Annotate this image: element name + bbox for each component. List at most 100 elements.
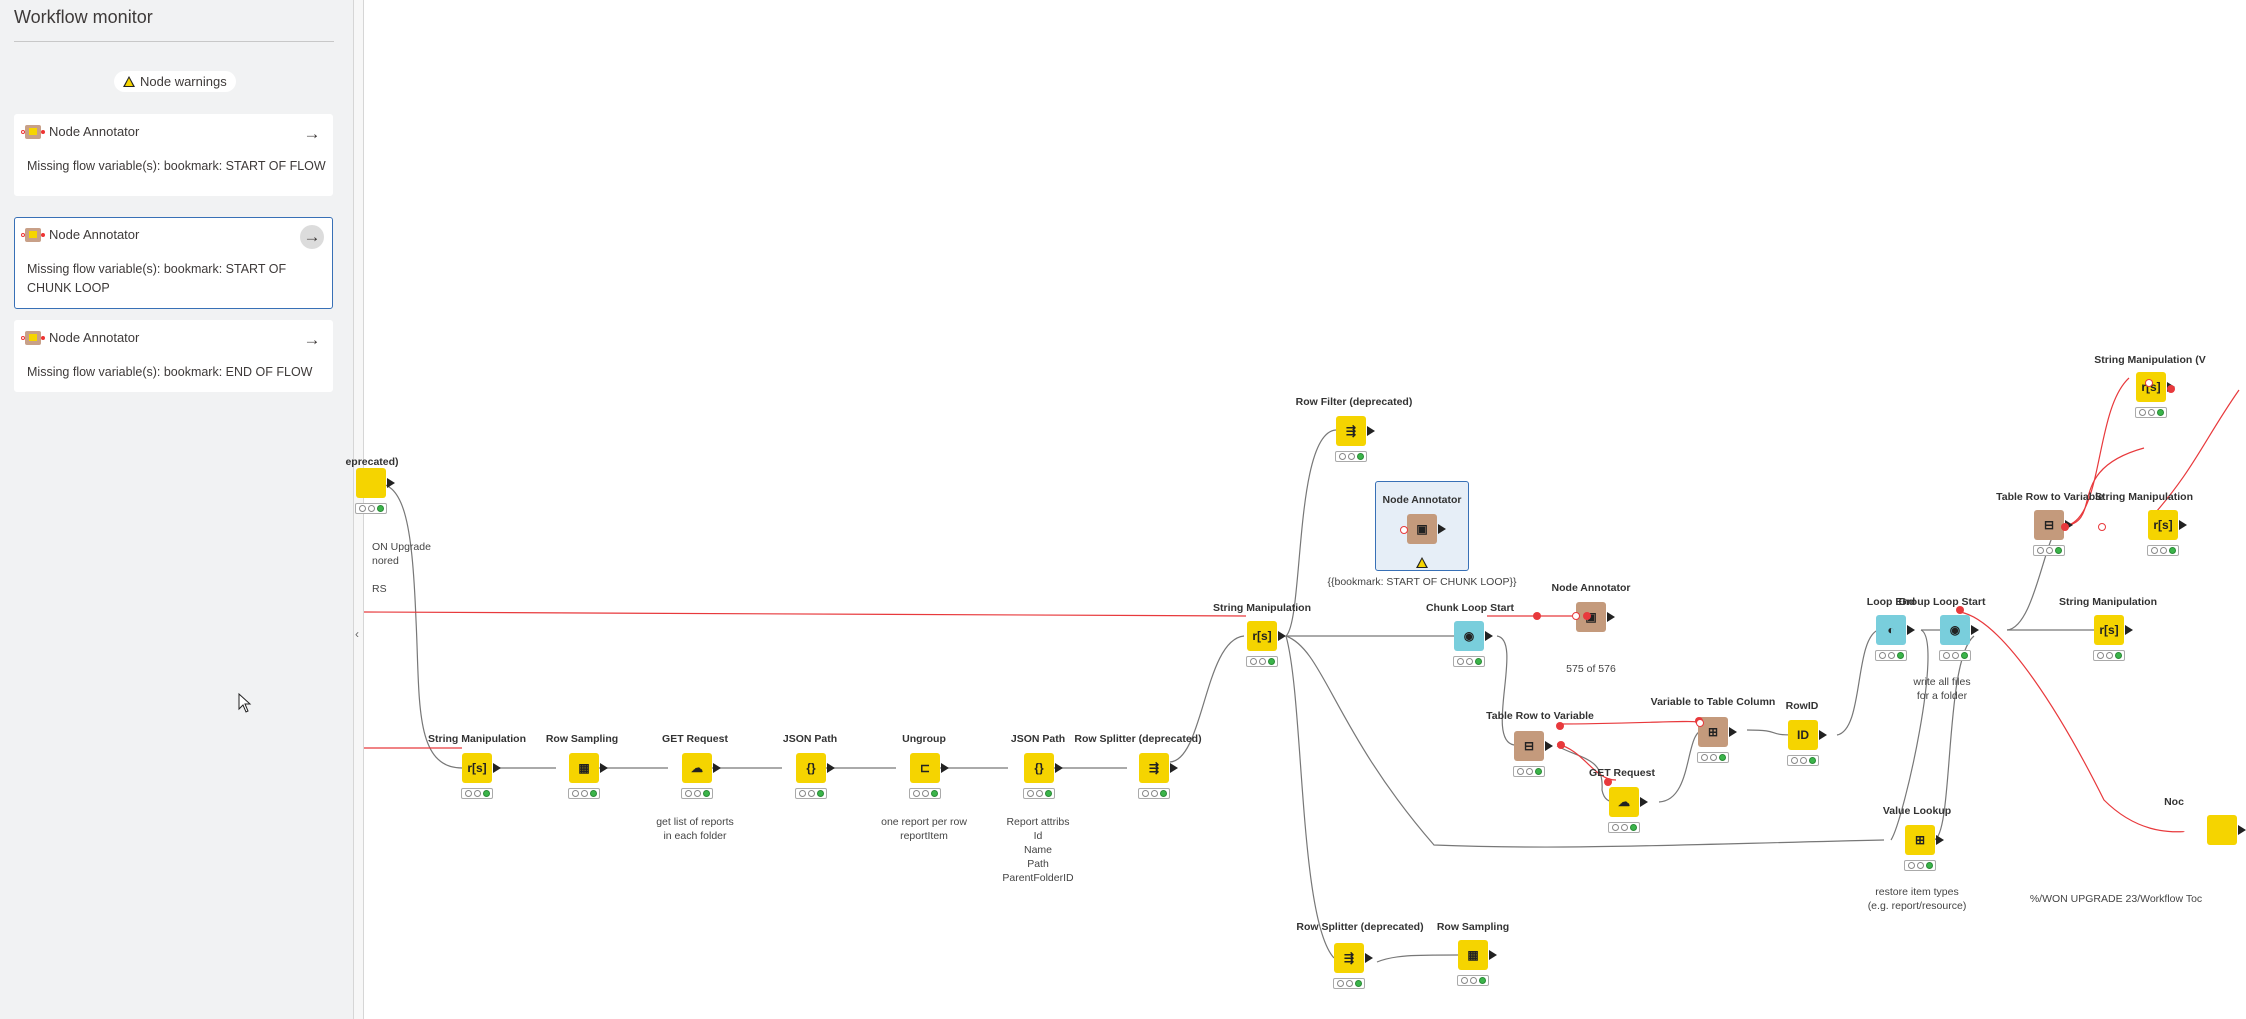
string-manip-1-node[interactable]: r[s] <box>462 753 492 783</box>
node-annotation[interactable]: {{bookmark: START OF CHUNK LOOP}} <box>1327 576 1517 588</box>
output-port[interactable] <box>1367 426 1375 436</box>
get-request-2-node[interactable]: ☁ <box>1609 787 1639 817</box>
flow-variable-inport[interactable] <box>1572 612 1580 620</box>
flow-variable-port[interactable] <box>1956 606 1964 614</box>
output-port[interactable] <box>1640 797 1648 807</box>
output-port[interactable] <box>2065 520 2073 530</box>
json-path-2-node[interactable]: {} <box>1024 753 1054 783</box>
node-annotation[interactable]: one report per row reportItem <box>881 816 967 842</box>
node-label: GET Request <box>662 733 728 745</box>
output-port[interactable] <box>1170 763 1178 773</box>
warning-card[interactable]: Node Annotator → Missing flow variable(s… <box>14 114 333 196</box>
group-loop-start-node[interactable]: ◉ <box>1940 615 1970 645</box>
output-port[interactable] <box>387 478 395 488</box>
flow-variable-port[interactable] <box>1557 741 1565 749</box>
collapse-panel-icon[interactable]: ‹ <box>355 627 359 641</box>
string-manip-2-node[interactable]: r[s] <box>1247 621 1277 651</box>
output-port[interactable] <box>713 763 721 773</box>
arrow-right-icon[interactable]: → <box>303 330 321 349</box>
node-icon: ⊞ <box>1914 833 1926 847</box>
node-annotation[interactable]: 575 of 576 <box>1566 663 1616 675</box>
rowid-node[interactable]: ID <box>1788 720 1818 750</box>
flow-variable-port[interactable] <box>2167 385 2175 393</box>
ungroup-node[interactable]: ⊏ <box>910 753 940 783</box>
output-port[interactable] <box>1729 727 1737 737</box>
warning-card-selected[interactable]: Node Annotator → Missing flow variable(s… <box>14 217 333 309</box>
output-port[interactable] <box>1278 631 1286 641</box>
output-port[interactable] <box>2238 825 2246 835</box>
value-lookup-node[interactable]: ⊞ <box>1905 825 1935 855</box>
arrow-right-icon[interactable]: → <box>300 225 324 249</box>
row-splitter-2-node[interactable]: ⇶ <box>1334 943 1364 973</box>
node-warnings-label: Node warnings <box>140 74 227 89</box>
flow-variable-port[interactable] <box>1533 612 1541 620</box>
node-label: String Manipulation <box>428 733 526 745</box>
arrow-right-icon[interactable]: → <box>303 124 321 143</box>
node-status-traffic-light <box>1333 978 1365 989</box>
node-annotation[interactable]: Report attribs Id Name Path ParentFolder… <box>1002 816 1074 884</box>
node-label: Table Row to Variable <box>1996 491 2104 503</box>
node-annotator-1-node[interactable]: ▣ <box>1407 514 1437 544</box>
card-node-name: Node Annotator <box>49 330 140 345</box>
output-port[interactable] <box>1489 950 1497 960</box>
output-port[interactable] <box>493 763 501 773</box>
string-manip-v2-node[interactable]: r[s] <box>2148 510 2178 540</box>
output-port[interactable] <box>1545 741 1553 751</box>
flow-variable-port[interactable] <box>2061 523 2069 531</box>
node-label: Row Splitter (deprecated) <box>1074 733 1202 745</box>
chunk-loop-start-node[interactable]: ◉ <box>1454 621 1484 651</box>
flow-variable-inport[interactable] <box>2145 379 2153 387</box>
card-message: Missing flow variable(s): bookmark: END … <box>27 365 313 379</box>
output-port[interactable] <box>827 763 835 773</box>
card-message: Missing flow variable(s): bookmark: STAR… <box>27 159 326 173</box>
flow-variable-inport[interactable] <box>2098 523 2106 531</box>
flow-variable-inport[interactable] <box>1696 719 1704 727</box>
table-row-to-var-2-node[interactable]: ⊟ <box>2034 510 2064 540</box>
output-port[interactable] <box>1438 524 1446 534</box>
output-port[interactable] <box>1055 763 1063 773</box>
node-annotation[interactable]: ON Upgrade nored RS <box>372 541 431 595</box>
warning-card[interactable]: Node Annotator → Missing flow variable(s… <box>14 320 333 392</box>
node-warning-icon[interactable] <box>1416 557 1428 568</box>
row-splitter-1-node[interactable]: ⇶ <box>1139 753 1169 783</box>
output-port[interactable] <box>1485 631 1493 641</box>
output-port[interactable] <box>1971 625 1979 635</box>
output-port[interactable] <box>1936 835 1944 845</box>
node-annotation[interactable]: write all files for a folder <box>1913 676 1971 702</box>
node-annotation[interactable]: restore item types (e.g. report/resource… <box>1867 886 1967 912</box>
output-port[interactable] <box>1819 730 1827 740</box>
workflow-monitor-panel: Workflow monitor Node warnings Node Anno… <box>0 0 353 1019</box>
node-warnings-filter[interactable]: Node warnings <box>114 71 236 92</box>
node-partial-node[interactable] <box>2207 815 2237 845</box>
row-sampling-1-node[interactable]: ▦ <box>569 753 599 783</box>
flow-variable-port[interactable] <box>1556 722 1564 730</box>
output-port[interactable] <box>941 763 949 773</box>
row-filter-node[interactable]: ⇶ <box>1336 416 1366 446</box>
output-port[interactable] <box>1607 612 1615 622</box>
flow-variable-port[interactable] <box>1583 612 1591 620</box>
string-manip-3-node[interactable]: r[s] <box>2094 615 2124 645</box>
node-label: Table Row to Variable <box>1486 710 1594 722</box>
output-port[interactable] <box>2179 520 2187 530</box>
json-path-1-node[interactable]: {} <box>796 753 826 783</box>
output-port[interactable] <box>600 763 608 773</box>
node-status-traffic-light <box>1457 975 1489 986</box>
node-annotation[interactable]: %/WON UPGRADE 23/Workflow Toc <box>2029 893 2203 905</box>
node-annotator-2-node[interactable]: ▣ <box>1576 602 1606 632</box>
deprecated-partial-node[interactable] <box>356 468 386 498</box>
row-sampling-2-node[interactable]: ▦ <box>1458 940 1488 970</box>
output-port[interactable] <box>1365 953 1373 963</box>
node-status-traffic-light <box>681 788 713 799</box>
output-port[interactable] <box>2125 625 2133 635</box>
loop-end-node[interactable]: ◐ <box>1876 615 1906 645</box>
node-annotation[interactable]: get list of reports in each folder <box>656 816 734 842</box>
output-port[interactable] <box>1907 625 1915 635</box>
string-manip-v1-node[interactable]: r[s] <box>2136 372 2166 402</box>
get-request-1-node[interactable]: ☁ <box>682 753 712 783</box>
flow-variable-port[interactable] <box>1604 778 1612 786</box>
node-status-traffic-light <box>1513 766 1545 777</box>
table-row-to-var-1-node[interactable]: ⊟ <box>1514 731 1544 761</box>
node-status-traffic-light <box>1138 788 1170 799</box>
flow-variable-inport[interactable] <box>1400 526 1408 534</box>
